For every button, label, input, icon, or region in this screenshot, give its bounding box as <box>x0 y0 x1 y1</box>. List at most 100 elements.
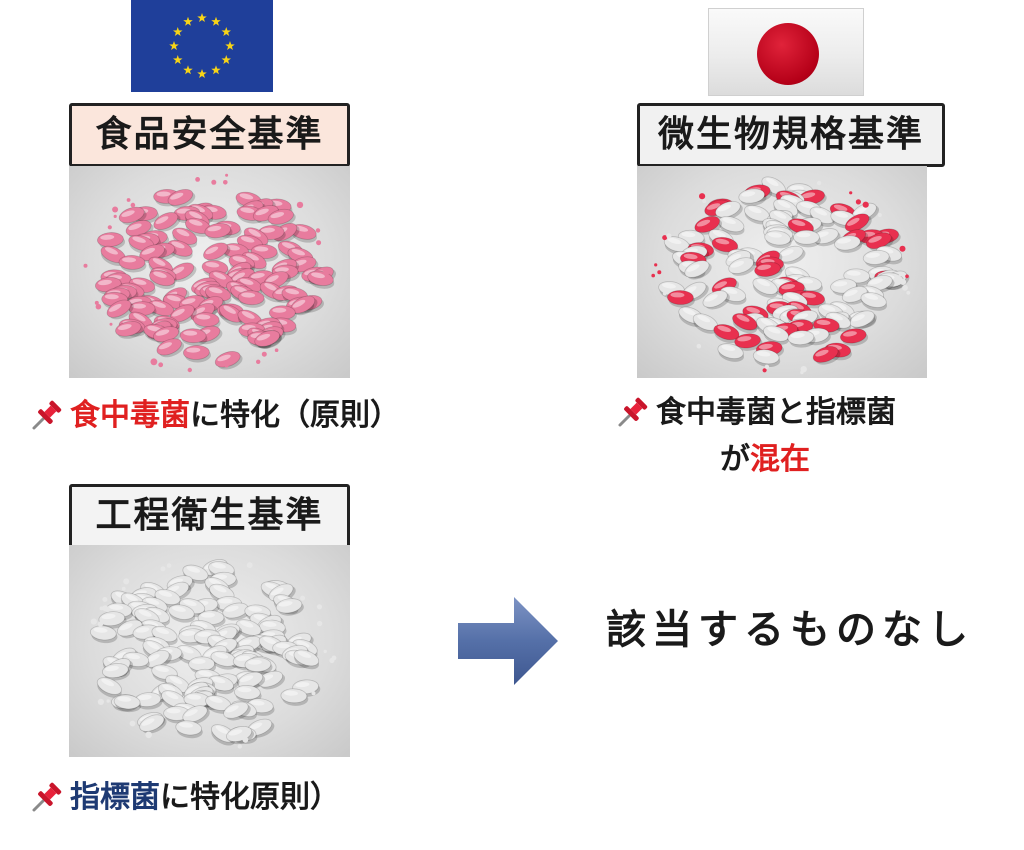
pill-crumb <box>123 578 130 585</box>
pill-crumb <box>195 177 200 182</box>
pill <box>244 657 273 675</box>
pill-crumb <box>223 180 228 185</box>
pill <box>175 720 203 739</box>
pill <box>752 349 781 368</box>
pill-crumb <box>225 173 229 177</box>
pill-crumb <box>323 649 327 654</box>
microbial-spec-caption-line2: が 混在 <box>720 445 810 475</box>
food-safety-caption: 食中毒菌 に特化（原則） <box>28 398 400 434</box>
conclusion-text: 該当するものなし <box>606 607 974 653</box>
pill <box>738 188 767 206</box>
pill-crumb <box>329 657 335 664</box>
caption-text: が <box>720 442 750 477</box>
pill-crumb <box>242 736 249 743</box>
eu-star <box>183 16 193 26</box>
pill-crumb <box>316 240 322 246</box>
pill <box>183 345 212 363</box>
pill <box>280 688 309 706</box>
pushpin-icon <box>28 398 64 434</box>
pill-crumb <box>762 368 767 373</box>
pill <box>97 232 126 250</box>
pill <box>694 216 723 235</box>
pill <box>254 330 283 349</box>
pill-crumb <box>129 720 136 727</box>
pill-crumb <box>316 620 323 627</box>
pill <box>235 619 262 639</box>
pill <box>732 313 758 334</box>
pill <box>149 269 176 290</box>
eu-flag-icon <box>131 0 273 92</box>
pill-crumb <box>121 586 126 591</box>
pill-crumb <box>905 274 909 279</box>
microbial-spec-title: 微生物規格基準 <box>637 103 945 167</box>
pill-crumb <box>130 202 136 208</box>
pill-crumb <box>237 744 242 749</box>
pill-crumb <box>166 563 172 568</box>
pill-crumb <box>97 698 104 705</box>
pill-crumb <box>662 291 667 296</box>
pill-crumb <box>300 595 306 601</box>
pill <box>844 213 872 234</box>
pill-crumb <box>877 213 882 217</box>
pill <box>267 208 296 227</box>
pill-crumb <box>113 214 117 218</box>
caption-highlight: 混在 <box>750 442 810 477</box>
pill-crumb <box>90 618 97 625</box>
caption-text: 食中毒菌と指標菌 <box>656 395 896 430</box>
pill-crumb <box>274 348 279 352</box>
caption-text: に特化（原則） <box>190 398 400 433</box>
pink-pills-image <box>69 166 350 378</box>
eu-star <box>197 69 207 79</box>
pill-crumb <box>160 566 166 572</box>
pill <box>106 299 134 320</box>
pill-crumb <box>261 351 267 357</box>
pill-crumb <box>900 279 907 285</box>
pill <box>98 611 127 629</box>
pill-crumb <box>899 245 906 252</box>
pill <box>713 324 740 344</box>
pill-crumb <box>296 201 304 209</box>
pill-crumb <box>224 363 229 368</box>
microbial-spec-caption-line1: 食中毒菌と指標菌 <box>614 395 896 431</box>
pill-crumb <box>699 193 706 200</box>
pill <box>307 270 335 289</box>
pill-crumb <box>657 270 662 275</box>
pill-crumb <box>102 597 108 602</box>
pill <box>702 290 730 310</box>
pill <box>115 320 144 339</box>
process-hygiene-criteria-title: 工程衛生基準 <box>69 484 350 548</box>
eu-star <box>173 55 183 65</box>
pill-crumb <box>187 367 192 373</box>
pill <box>715 200 743 220</box>
pill-crumb <box>112 206 119 213</box>
pill-crumb <box>97 621 104 627</box>
pill <box>113 694 142 713</box>
pill <box>223 701 251 721</box>
pill-crumb <box>256 359 261 364</box>
pill <box>834 235 863 253</box>
pill <box>717 343 745 362</box>
japan-flag-icon <box>708 8 864 96</box>
pill <box>156 338 185 358</box>
pill <box>118 254 147 273</box>
pill <box>754 261 783 280</box>
pill-crumb <box>126 198 131 202</box>
pill <box>96 677 122 698</box>
pill-crumb <box>106 699 110 703</box>
pill-crumb <box>898 271 904 277</box>
pill <box>204 222 233 241</box>
pill <box>764 230 792 249</box>
pill <box>862 249 891 268</box>
pill-crumb <box>107 225 112 230</box>
pill <box>667 290 695 308</box>
pill <box>169 304 197 325</box>
pill <box>684 260 712 280</box>
pill <box>849 310 877 330</box>
eu-star <box>211 16 221 26</box>
pill-crumb <box>651 273 655 278</box>
pill <box>218 304 244 326</box>
pill <box>718 216 745 236</box>
pill <box>293 649 320 670</box>
pill-crumb <box>316 604 323 610</box>
pill-crumb <box>666 233 672 239</box>
